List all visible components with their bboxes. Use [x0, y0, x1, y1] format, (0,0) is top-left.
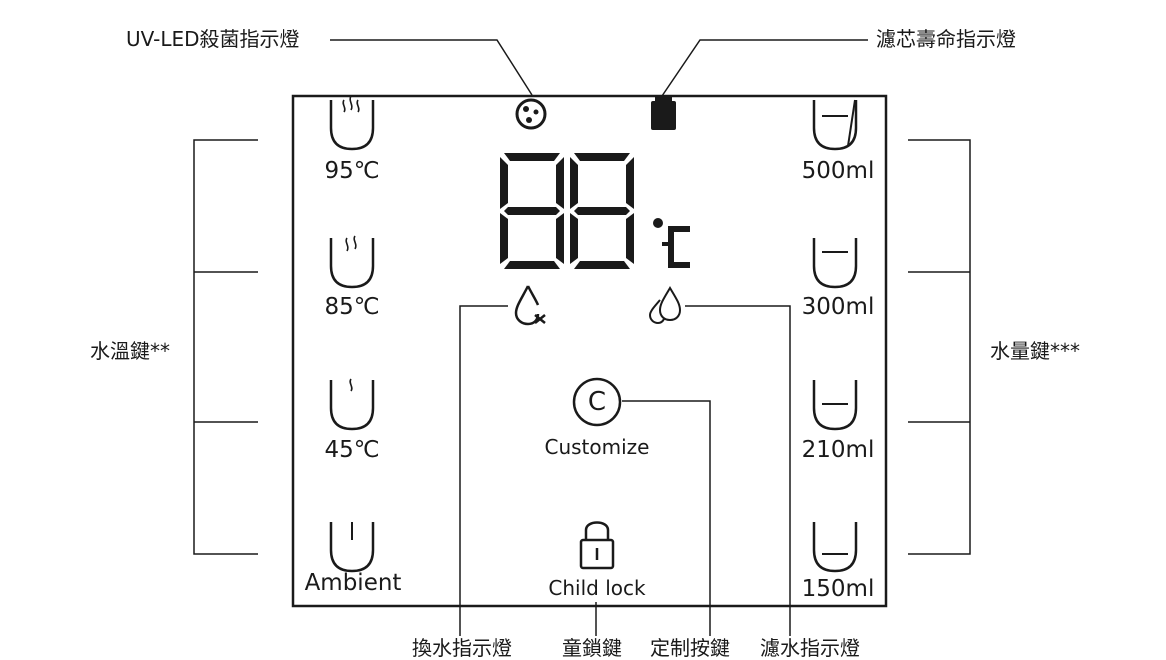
cup-95-icon — [329, 95, 375, 151]
filter-life-label: 濾芯壽命指示燈 — [876, 27, 1016, 51]
volume-300ml-button[interactable]: 300ml — [801, 294, 875, 320]
lcd-panel — [291, 94, 888, 608]
uv-sterilization-icon — [515, 98, 547, 130]
customize-button[interactable]: Customize — [544, 435, 650, 459]
change-water-label: 換水指示燈 — [412, 636, 512, 660]
temp-ambient-button[interactable]: Ambient — [304, 570, 402, 596]
cup-500ml-icon — [812, 99, 858, 151]
temp-85-button[interactable]: 85℃ — [324, 294, 380, 320]
volume-bracket — [908, 139, 971, 555]
volume-keys-label: 水量鍵*** — [990, 339, 1080, 363]
child-lock-button[interactable]: Child lock — [548, 576, 646, 600]
temp-bracket — [193, 139, 258, 555]
change-water-leader — [459, 305, 508, 636]
cup-85-icon — [329, 235, 375, 289]
cup-45-icon — [329, 378, 375, 431]
volume-500ml-button[interactable]: 500ml — [801, 158, 875, 184]
seven-segment-88-display — [500, 153, 634, 269]
cup-150ml-icon — [812, 522, 858, 573]
volume-150ml-button[interactable]: 150ml — [801, 576, 875, 602]
filter-life-icon — [651, 96, 676, 130]
cup-210ml-icon — [812, 380, 858, 431]
water-drop-cross-icon — [514, 285, 546, 326]
filter-water-label: 濾水指示燈 — [760, 636, 860, 660]
celsius-icon — [653, 218, 690, 268]
cup-300ml-icon — [812, 238, 858, 289]
child-lock-key-label: 童鎖鍵 — [562, 636, 622, 660]
filter-life-leader-line — [661, 39, 868, 97]
double-drop-icon — [648, 286, 682, 325]
uv-led-label: UV-LED殺菌指示燈 — [126, 27, 300, 51]
padlock-icon — [579, 521, 615, 570]
temp-95-button[interactable]: 95℃ — [324, 158, 380, 184]
customize-circle — [572, 377, 622, 427]
customize-leader — [622, 400, 711, 636]
volume-210ml-button[interactable]: 210ml — [801, 437, 875, 463]
customize-symbol: C — [587, 387, 607, 417]
custom-key-label: 定制按鍵 — [650, 636, 730, 660]
temp-45-button[interactable]: 45℃ — [324, 437, 380, 463]
filter-water-leader — [685, 305, 791, 636]
uv-leader-line — [330, 39, 533, 96]
cup-ambient-icon — [329, 522, 375, 573]
temp-keys-label: 水溫鍵** — [90, 339, 170, 363]
